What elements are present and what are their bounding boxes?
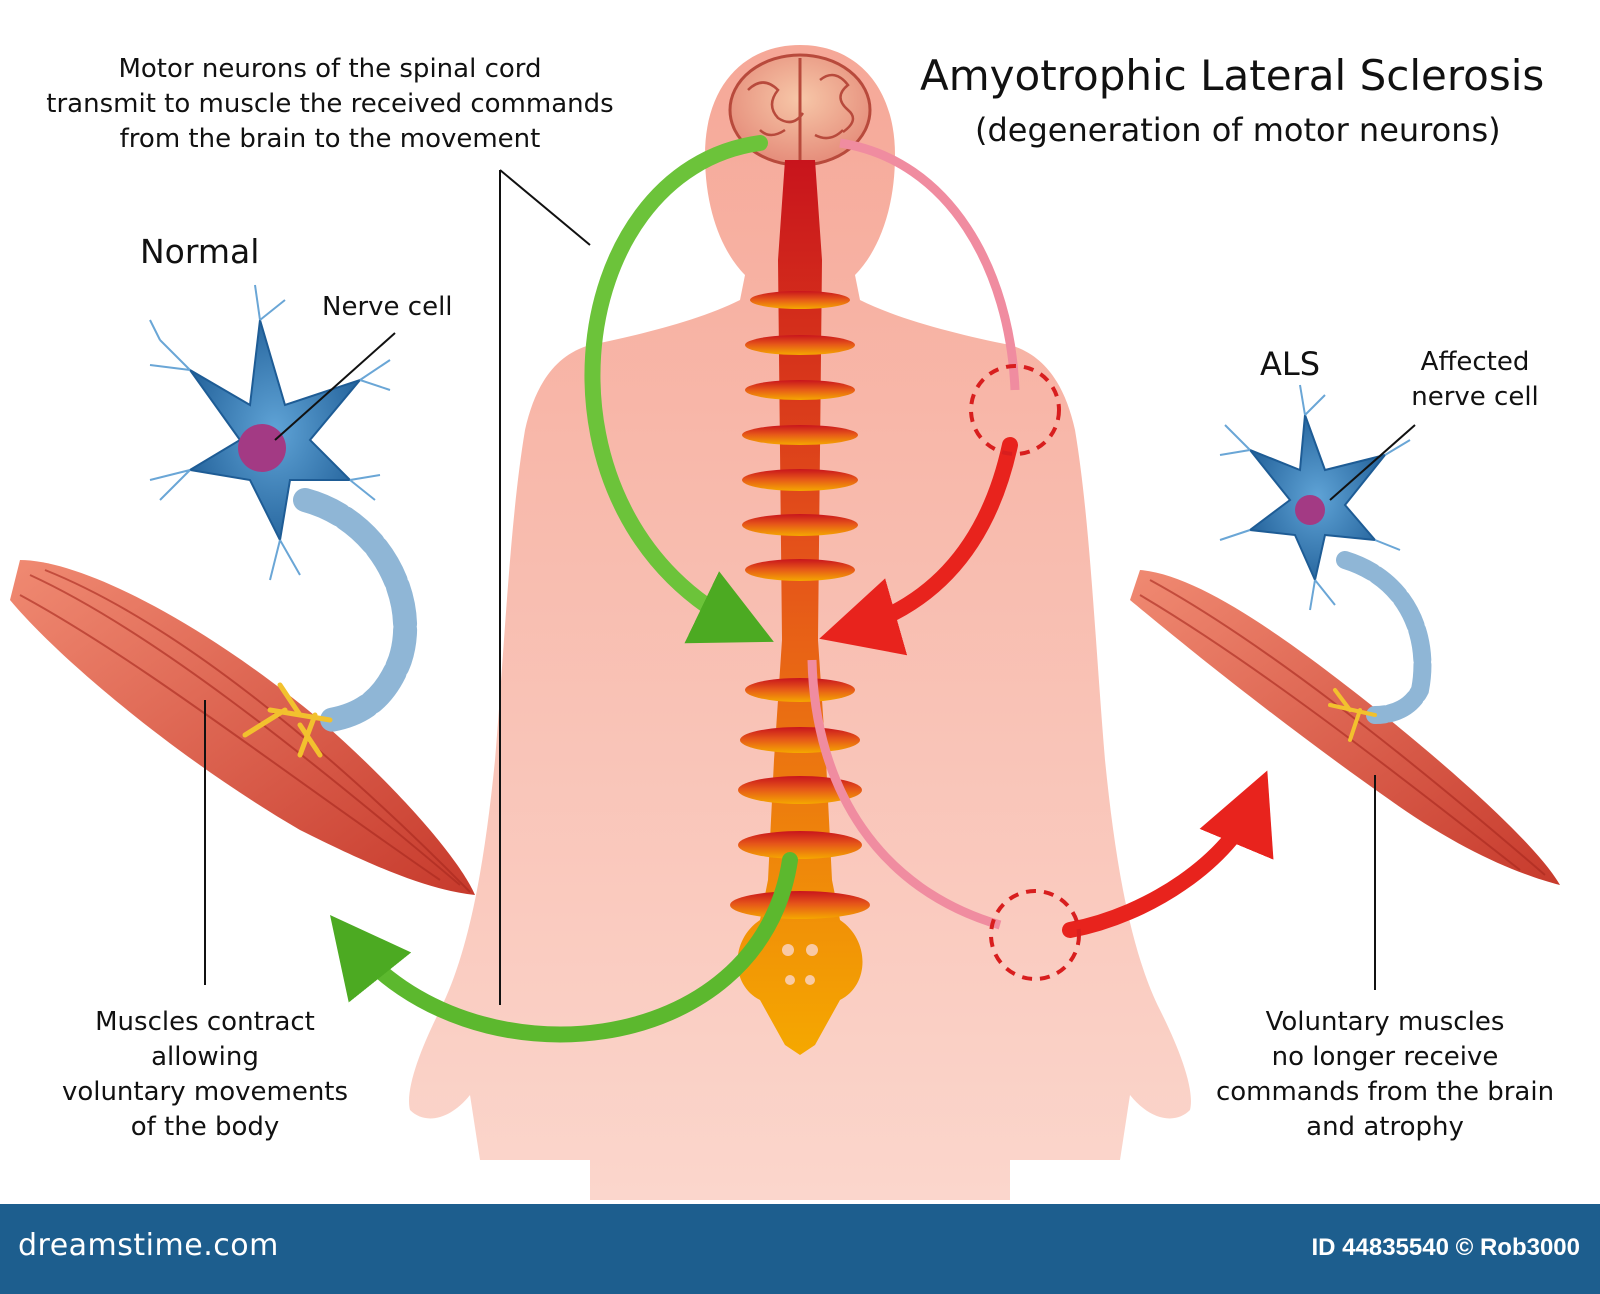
normal-caption: Muscles contract allowing voluntary move… <box>61 1007 349 1142</box>
spinal-cord <box>737 160 863 1055</box>
als-signal-arrow-upper-a <box>839 138 1020 391</box>
nerve-cell-label: Nerve cell <box>322 292 453 322</box>
diagram-subtitle: (degeneration of motor neurons) <box>975 111 1501 149</box>
als-heading: ALS <box>1260 345 1321 383</box>
normal-heading: Normal <box>140 232 260 271</box>
footer-bar: dreamstime.com ID 44835540 © Rob3000 <box>0 1204 1600 1294</box>
als-signal-arrow-lower-a <box>807 659 1002 930</box>
healthy-signal-arrow-upper <box>584 135 774 644</box>
leader-nerve-cell <box>274 332 396 441</box>
affected-nerve-cell-label: Affected nerve cell <box>1411 347 1539 412</box>
motor-neuron-note: Motor neurons of the spinal cord transmi… <box>46 54 614 154</box>
normal-muscle <box>10 560 475 895</box>
als-muscle <box>1130 570 1560 885</box>
als-caption: Voluntary muscles no longer receive comm… <box>1215 1007 1555 1142</box>
leader-affected-cell <box>1329 424 1416 501</box>
footer-image-id: ID 44835540 © Rob3000 <box>1311 1234 1580 1261</box>
diagram-title: Amyotrophic Lateral Sclerosis <box>920 51 1545 100</box>
healthy-signal-arrow-lower <box>329 852 798 1043</box>
normal-nerve-cell <box>149 284 418 758</box>
als-nerve-cell <box>1219 384 1432 742</box>
als-signal-arrow-lower-b <box>1062 770 1274 938</box>
leader-motor-note <box>499 169 591 1005</box>
break-marker-lower <box>989 889 1081 981</box>
als-signal-arrow-upper-b <box>819 437 1018 656</box>
break-marker-upper <box>969 364 1061 456</box>
footer-brand: dreamstime.com <box>18 1228 279 1263</box>
